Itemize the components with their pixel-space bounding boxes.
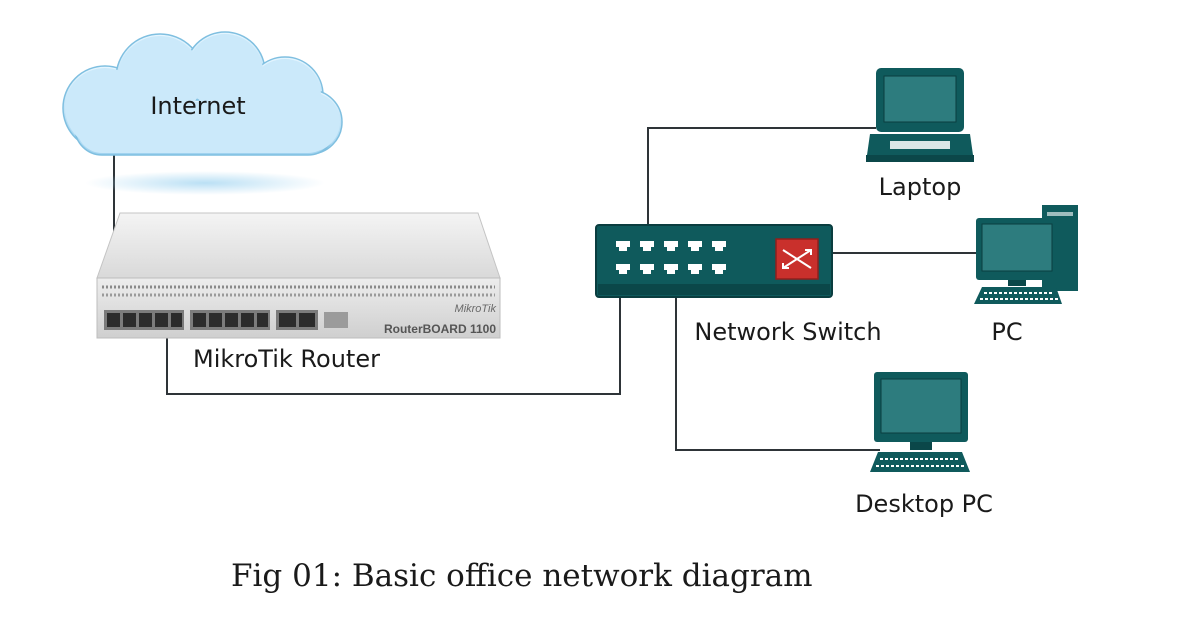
- switch-label: Network Switch: [694, 318, 881, 346]
- wire-router-switch: [166, 278, 621, 395]
- wire-switch-laptop: [647, 127, 876, 242]
- laptop-label: Laptop: [879, 173, 962, 201]
- router-label: MikroTik Router: [193, 345, 380, 373]
- internet-cloud-icon: [62, 31, 343, 195]
- figure-caption: Fig 01: Basic office network diagram: [231, 558, 813, 594]
- router-brand-logo: MikroTik: [455, 303, 497, 315]
- mikrotik-router-icon: [96, 212, 501, 339]
- wire-switch-desktop: [675, 278, 880, 451]
- pc-icon: [974, 205, 1078, 304]
- laptop-icon: [866, 68, 974, 162]
- internet-label: Internet: [150, 92, 245, 120]
- pc-label: PC: [991, 318, 1022, 346]
- desktop-pc-label: Desktop PC: [855, 490, 993, 518]
- desktop-pc-icon: [870, 372, 970, 472]
- router-model-label: RouterBOARD 1100: [384, 322, 496, 336]
- network-switch-icon: [595, 224, 833, 298]
